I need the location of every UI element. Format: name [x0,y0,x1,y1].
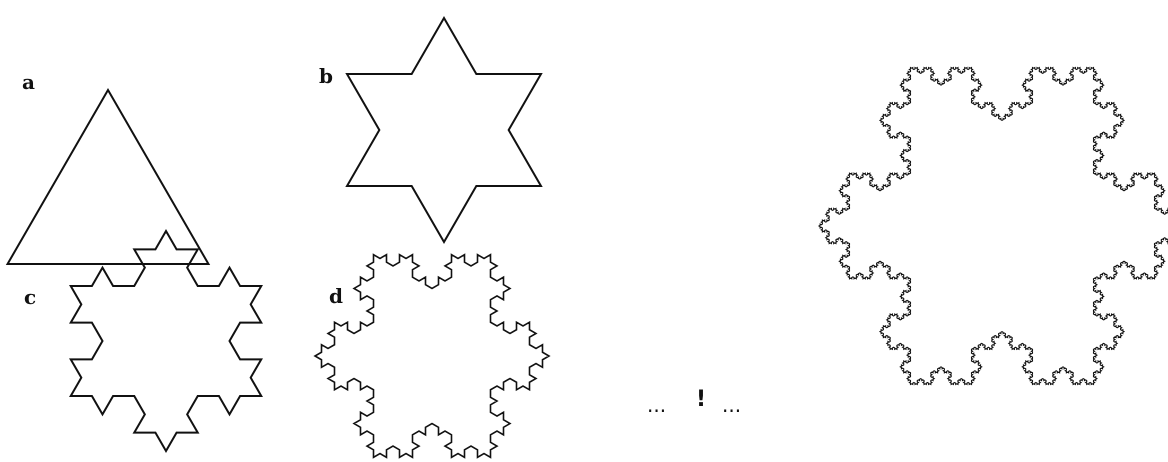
ellipsis-right: ... [722,395,741,415]
panel-label-c: c [24,287,36,307]
koch-snowflake-limit [819,68,1168,385]
panel-label-d: d [329,286,343,306]
exclamation-mark: ! [696,389,706,411]
koch-snowflake-iteration-1 [347,18,541,242]
panel-label-b: b [319,66,333,86]
ellipsis-left: ... [647,395,666,415]
koch-snowflake-iteration-0 [8,90,209,264]
panel-label-a: a [22,72,35,92]
koch-snowflake-iteration-3 [315,255,549,458]
